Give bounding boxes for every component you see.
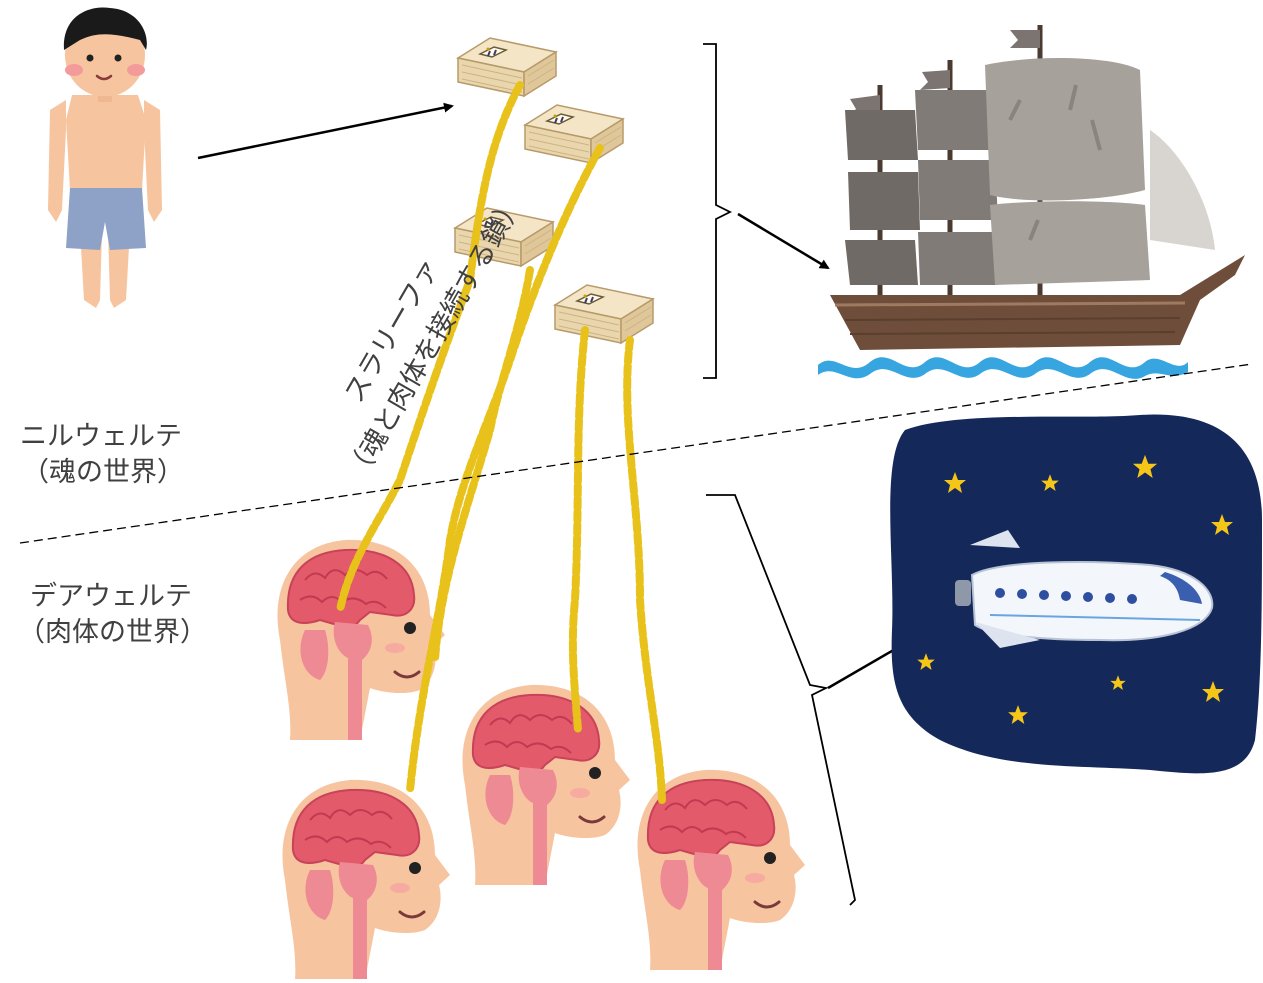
- body-world-note: （肉体の世界）: [18, 616, 207, 650]
- soul-world-label: ニルウェルテ: [20, 420, 182, 454]
- wooden-box: [458, 38, 556, 96]
- arrow-boy-to-box: [198, 106, 452, 158]
- arrow-to-ship: [738, 214, 828, 268]
- body-world-label: デアウェルテ: [30, 580, 192, 614]
- boy-figure: [48, 7, 162, 308]
- space-scene: [890, 415, 1262, 774]
- soul-world-note: （魂の世界）: [22, 456, 184, 490]
- ghost-ship: [818, 25, 1245, 379]
- brain-head: [463, 685, 630, 885]
- brain-head: [283, 780, 450, 979]
- wooden-box: [525, 105, 623, 163]
- wooden-box: [555, 285, 653, 343]
- bracket-soul: [703, 44, 730, 378]
